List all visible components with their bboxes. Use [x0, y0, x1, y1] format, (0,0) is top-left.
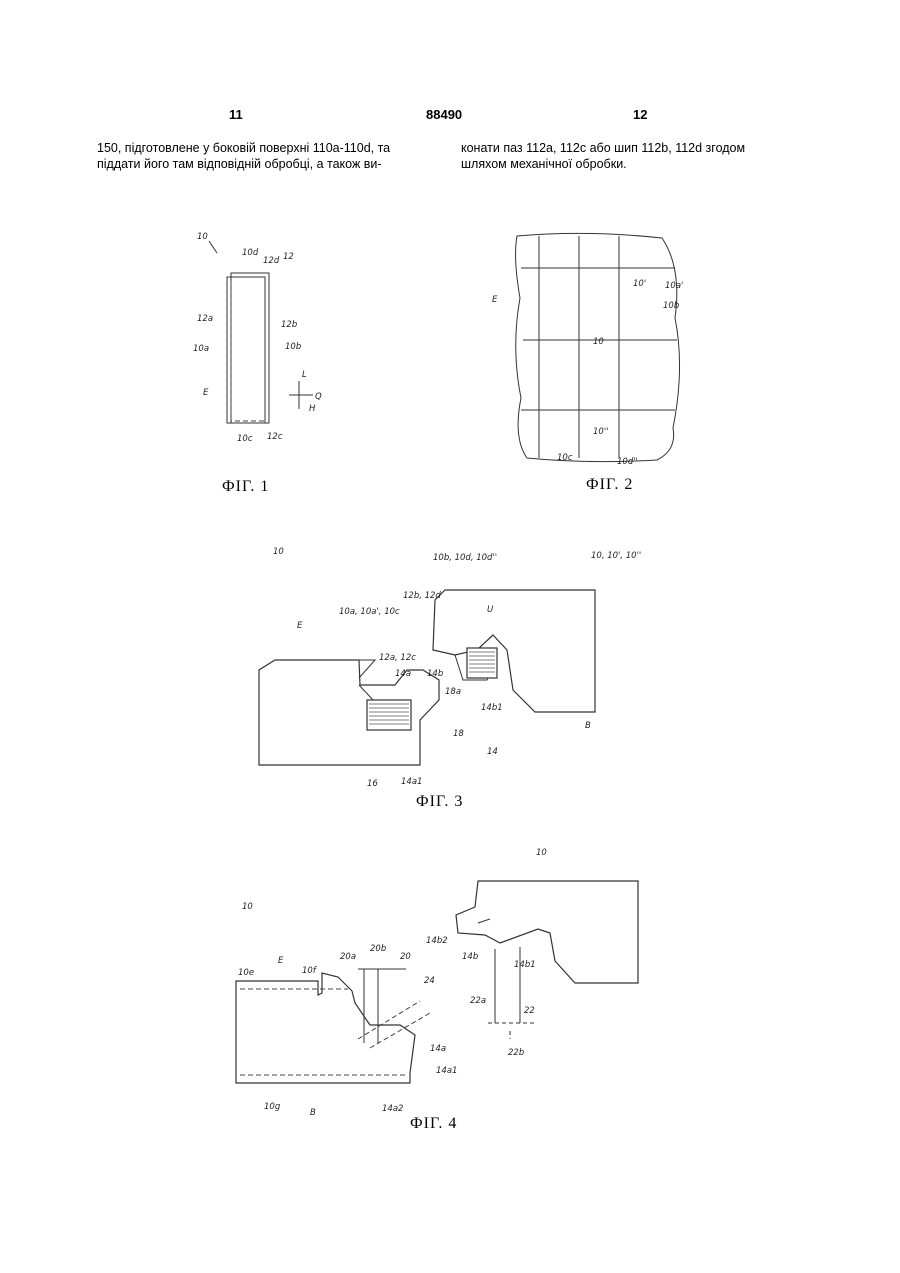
label: 12b: [281, 320, 297, 330]
label: 10'': [593, 427, 609, 437]
label: 10': [633, 279, 646, 289]
label: 10a, 10a', 10c: [339, 607, 400, 617]
label: 12a, 12c: [379, 653, 416, 663]
label: 12a: [197, 314, 213, 324]
label: 10b: [285, 342, 301, 352]
label: 10b: [663, 301, 679, 311]
label: 18a: [445, 687, 461, 697]
label: 14a: [395, 669, 411, 679]
label: 10a: [193, 344, 209, 354]
figure-1-caption: ФІГ. 1: [222, 478, 269, 496]
label: 14: [487, 747, 498, 757]
label: 10: [242, 902, 253, 912]
label: 14a: [430, 1044, 446, 1054]
label: 10a': [665, 281, 683, 291]
figure-4-caption: ФІГ. 4: [410, 1115, 457, 1133]
label: U: [487, 605, 494, 615]
label: 10b, 10d, 10d'': [433, 553, 497, 563]
left-page-number: 11: [229, 107, 243, 122]
label: 22: [524, 1006, 535, 1016]
label: 10, 10', 10'': [591, 551, 641, 561]
label: L: [302, 370, 307, 380]
label: H: [309, 404, 316, 414]
right-page-number: 12: [633, 107, 647, 122]
label: 14b: [427, 669, 443, 679]
label: 14a1: [401, 777, 422, 787]
label: 20: [400, 952, 411, 962]
label: 14b1: [481, 703, 503, 713]
figure-1: 10 10d 12d 12 12a 12b 10a 10b E L Q H 10…: [185, 225, 325, 460]
label: 10: [536, 848, 547, 858]
label: 10c: [237, 434, 253, 444]
label: 16: [367, 779, 378, 789]
left-column-text: 150, підготовлене у боковій поверхні 110…: [97, 140, 427, 172]
label: 12b, 12d: [403, 591, 441, 601]
label: B: [310, 1108, 316, 1118]
figure-3-caption: ФІГ. 3: [416, 793, 463, 811]
label: 20a: [340, 952, 356, 962]
patent-number: 88490: [426, 107, 462, 122]
label: 14a1: [436, 1066, 457, 1076]
label: 24: [424, 976, 435, 986]
label: E: [492, 295, 498, 305]
label: 22a: [470, 996, 486, 1006]
label: 14a2: [382, 1104, 403, 1114]
label: 14b1: [514, 960, 536, 970]
label: 10d: [242, 248, 259, 258]
label: 10g: [264, 1102, 281, 1112]
label: 22b: [508, 1048, 524, 1058]
label: 20b: [370, 944, 386, 954]
figure-2-caption: ФІГ. 2: [586, 476, 633, 494]
figure-3: 10 10b, 10d, 10d'' 10, 10', 10'' 12b, 12…: [255, 540, 635, 795]
label: 14b: [462, 952, 478, 962]
label: 12: [283, 252, 294, 262]
label: 10: [273, 547, 284, 557]
label: 10c: [557, 453, 573, 463]
label: 14b2: [426, 936, 448, 946]
figure-4: 10 10 14b2 14b 14b1 E 10e 10f 20a 20b 20…: [230, 843, 640, 1118]
label: 12d: [263, 256, 280, 266]
label: 18: [453, 729, 464, 739]
label: Q: [315, 392, 322, 402]
label: 10: [197, 232, 208, 242]
label: 10d'': [617, 457, 638, 467]
label: 10f: [302, 966, 318, 976]
label: E: [203, 388, 209, 398]
right-column-text: конати паз 112a, 112c або шип 112b, 112d…: [461, 140, 791, 172]
label: E: [278, 956, 284, 966]
label: B: [585, 721, 591, 731]
label: E: [297, 621, 303, 631]
label: 10e: [238, 968, 254, 978]
label: 12c: [267, 432, 283, 442]
label: 10: [593, 337, 604, 347]
figure-2: E 10' 10a' 10b 10 10'' 10c 10d'': [487, 228, 687, 468]
